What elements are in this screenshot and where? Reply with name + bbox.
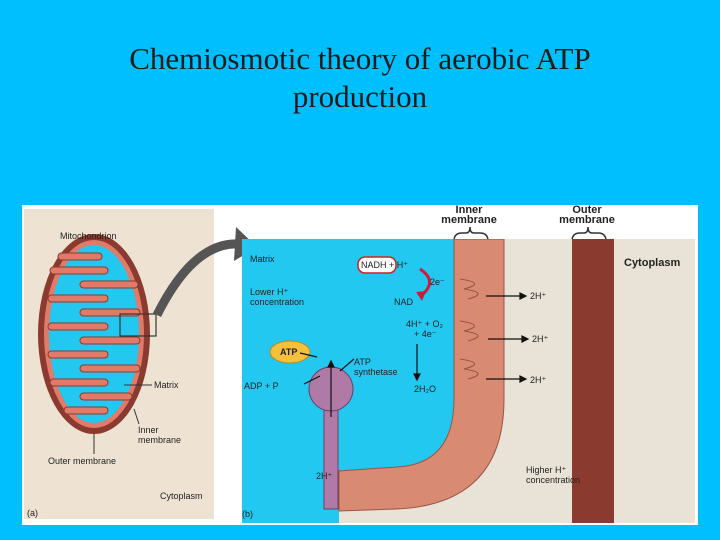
label-water: 2H₂O [414,384,436,394]
label-adp: ADP + P [244,381,279,391]
zoom-box [119,313,157,337]
label-2h-a: 2H⁺ [530,291,547,301]
label-nad: NAD [394,297,414,307]
membrane-braces [453,226,607,242]
membrane-illustration [242,239,614,523]
slide-title-line-1: Chemiosmotic theory of aerobic ATP [129,41,591,76]
mitochondrion-illustration [38,234,157,454]
label-2h-b: 2H⁺ [532,334,549,344]
label-higher-h: Higher H⁺ concentration [526,465,581,485]
label-4h-o2: 4H⁺ + O₂ + 4e⁻ [406,319,444,339]
outer-membrane-band [572,239,614,523]
label-lower-h: Lower H⁺ concentration [250,287,305,307]
panel-b-tag: (b) [242,509,253,519]
inner-membrane-band [338,239,505,512]
figure: Mitochondrion Matrix Inner membrane Oute… [22,205,698,525]
cristae [47,252,141,415]
label-matrix-a: Matrix [154,380,179,390]
label-outer-membrane-a: Outer membrane [48,456,117,466]
label-atp-synthetase: ATP synthetase [354,357,398,377]
label-cytoplasm-a: Cytoplasm [160,491,203,501]
brace-inner [453,226,489,242]
label-2h-bottom: 2H⁺ [316,471,333,481]
label-inner-membrane-b: Inner membrane [441,204,497,226]
leader-lines [93,384,152,454]
electron-transport-channels [459,278,479,380]
brace-outer [571,226,607,242]
atp-badge [269,340,311,364]
label-nadh: NADH + H⁺ [361,260,409,270]
label-atp: ATP [280,347,298,357]
label-2e: 2e⁻ [430,277,445,287]
panel-a-tag: (a) [27,508,38,518]
electron-arrow-head [416,291,426,301]
panel-b-membrane-detail: Cytoplasm Matrix Lower H⁺ concentration … [242,239,695,523]
label-outer-membrane-b: Outer membrane [559,204,615,226]
label-cytoplasm-b: Cytoplasm [624,257,681,269]
label-inner-membrane-a: Inner membrane [138,425,182,445]
nadh-badge [357,256,397,274]
proton-arrows [299,292,530,417]
label-2h-c: 2H⁺ [530,375,547,385]
label-mitochondrion: Mitochondrion [60,231,117,241]
label-matrix-b: Matrix [250,254,275,264]
panel-a-mitochondrion: Mitochondrion Matrix Inner membrane Oute… [24,209,214,519]
slide-title: Chemiosmotic theory of aerobic ATP produ… [40,40,680,116]
slide-title-line-2: production [292,79,428,114]
